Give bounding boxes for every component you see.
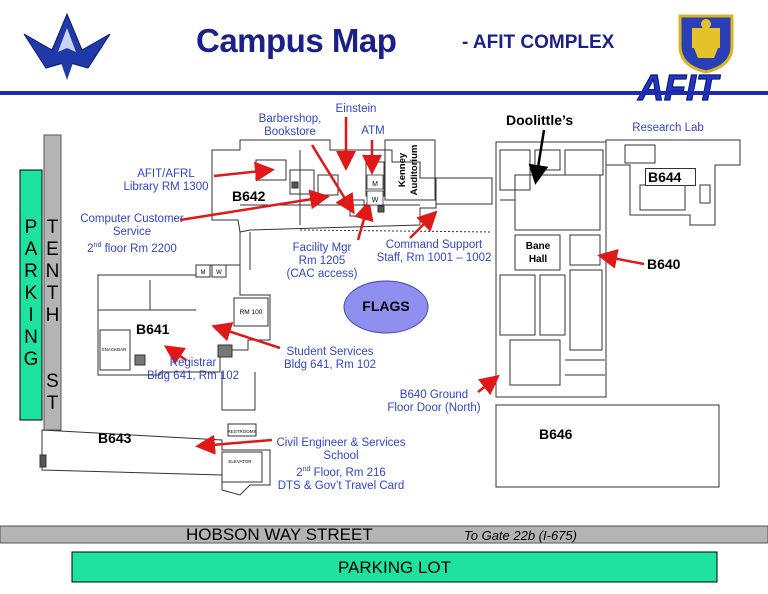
arrow-computer [179,189,330,222]
arrow-student [211,322,281,350]
parking-lot-label: PARKING LOT [337,558,452,577]
kenney-label-1: Kenney [397,152,408,187]
afit-logo-text: AFIT [637,67,721,106]
building-b641 [97,264,271,376]
arrow-facility [354,200,374,241]
b641-mens-label: M [201,270,206,276]
hobson-way-label: HOBSON WAY STREET [186,525,373,544]
rm100-label: RM 100 [240,309,263,316]
einstein-label: Einstein [335,103,377,115]
b642-label: B642 [232,188,266,204]
civil-engineer-label: Civil Engineer & Services School 2nd Flo… [276,437,406,492]
mens-room-label: M [372,181,378,188]
b640-label: B640 [647,256,681,272]
arrow-b640 [597,248,645,269]
tenth-street-road [43,134,62,431]
flags-label: FLAGS [362,298,410,314]
page-subtitle: - AFIT COMPLEX [462,32,615,53]
elevator-label: ELEVATOR [228,459,252,464]
to-gate-label: To Gate 22b (I-675) [464,528,577,543]
arrow-library [213,161,275,182]
doolittles-label: Doolittle’s [506,112,574,128]
building-b644 [605,139,741,226]
header-divider [0,91,768,95]
barbershop-label: Barbershop,Bookstore [258,113,322,138]
arrow-registrar [163,345,187,365]
b641-womens-label: W [216,270,222,276]
flags-circle [343,280,429,334]
building-b640 [495,141,607,398]
computer-service-label: Computer Customer Service 2nd floor Rm 2… [80,213,184,255]
b641-label: B641 [136,321,170,337]
arrow-command [409,210,438,239]
parking-strip [19,169,43,421]
snackbar-label: SNACKBAR [102,347,128,352]
usaf-wings-logo [22,10,112,84]
b646-label: B646 [539,426,573,442]
b644-label: B644 [645,168,697,186]
arrow-b640-ground [477,374,500,396]
arrow-civil [195,434,273,455]
womens-room-label: W [372,197,379,204]
afit-shield-logo [676,12,736,74]
page-title: Campus Map [196,22,397,59]
b643-label: B643 [98,430,132,446]
afit-logo: AFIT [632,66,768,108]
arrow-doolittles [528,129,549,185]
parking-lot [71,551,718,583]
building-b643 [39,372,271,496]
building-b646 [495,404,720,488]
research-lab-label: Research Lab [632,122,704,134]
kenney-label-2: Auditorium [409,145,420,196]
hobson-way-road [0,525,768,544]
arrow-barbershop [310,144,355,215]
restrooms-label: RESTROOMS [227,429,256,434]
atm-label: ATM [361,125,385,137]
